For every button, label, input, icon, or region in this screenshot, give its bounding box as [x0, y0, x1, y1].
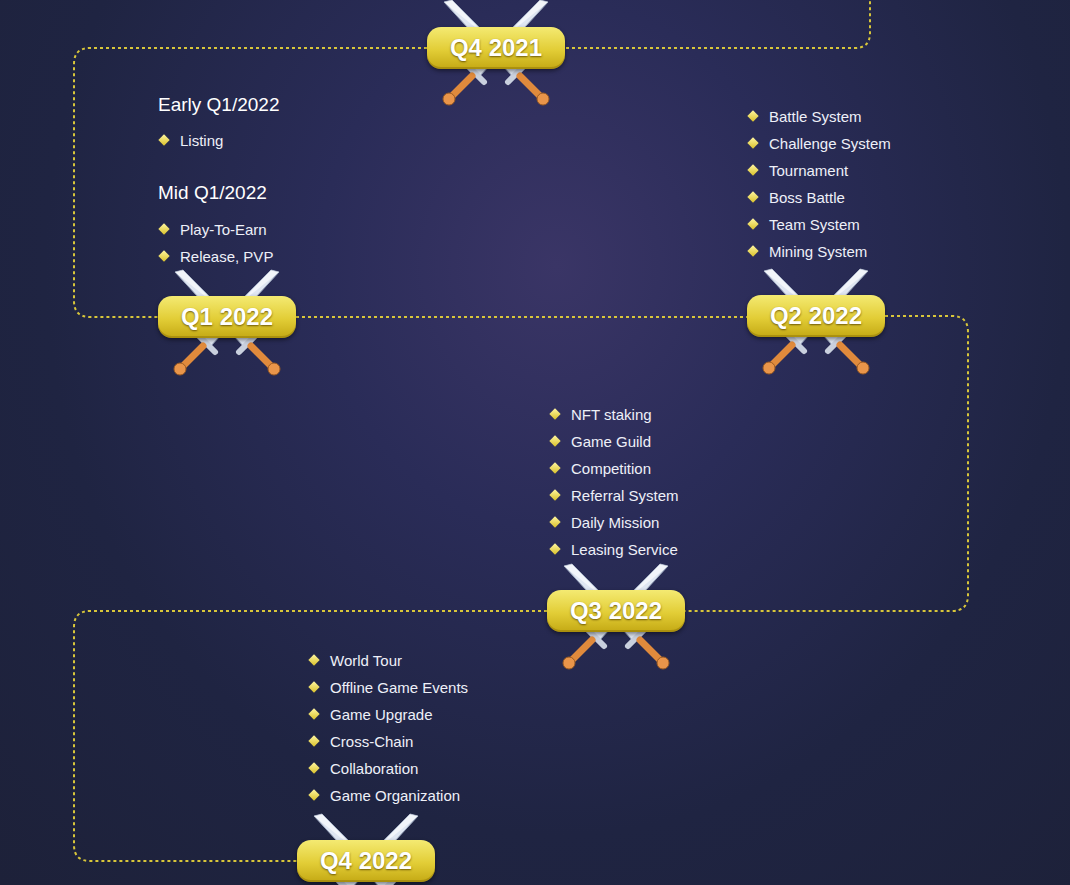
- roadmap-item: Game Guild: [549, 432, 651, 452]
- crossed-swords: [174, 270, 280, 375]
- phase-heading: Mid Q1/2022: [158, 181, 267, 205]
- roadmap-item: Referral System: [549, 486, 679, 506]
- roadmap-item: Daily Mission: [549, 513, 659, 533]
- roadmap-item: Battle System: [747, 107, 862, 127]
- roadmap-item: World Tour: [308, 651, 402, 671]
- roadmap-path: [74, 611, 547, 861]
- roadmap-item: NFT staking: [549, 405, 652, 425]
- roadmap-item: Collaboration: [308, 759, 418, 779]
- roadmap-item: Tournament: [747, 161, 848, 181]
- roadmap-item: Mining System: [747, 242, 867, 262]
- roadmap-item: Game Organization: [308, 786, 460, 806]
- quarter-badge: Q4 2021: [427, 27, 565, 69]
- roadmap-item: Competition: [549, 459, 651, 479]
- quarter-badge: Q4 2022: [297, 840, 435, 882]
- roadmap-item: Challenge System: [747, 134, 891, 154]
- path-lead: [566, 0, 870, 48]
- crossed-swords: [563, 564, 669, 669]
- quarter-badge: Q2 2022: [747, 295, 885, 337]
- roadmap-item: Leasing Service: [549, 540, 678, 560]
- crossed-swords: [763, 269, 869, 374]
- roadmap-item: Offline Game Events: [308, 678, 468, 698]
- roadmap-item: Boss Battle: [747, 188, 845, 208]
- roadmap-item: Play-To-Earn: [158, 220, 267, 240]
- roadmap-item: Release, PVP: [158, 247, 273, 267]
- quarter-label: Q4 2021: [450, 34, 542, 62]
- quarter-badge: Q1 2022: [158, 296, 296, 338]
- quarter-label: Q2 2022: [770, 302, 862, 330]
- roadmap-path: [685, 316, 968, 611]
- roadmap-item: Game Upgrade: [308, 705, 433, 725]
- roadmap-item: Cross-Chain: [308, 732, 413, 752]
- roadmap-path: [296, 316, 747, 318]
- phase-heading: Early Q1/2022: [158, 93, 279, 117]
- quarter-label: Q1 2022: [181, 303, 273, 331]
- crossed-swords: [443, 0, 549, 105]
- roadmap-item: Listing: [158, 131, 223, 151]
- quarter-label: Q3 2022: [570, 597, 662, 625]
- quarter-label: Q4 2022: [320, 847, 412, 875]
- roadmap-path: [74, 48, 427, 317]
- quarter-badge: Q3 2022: [547, 590, 685, 632]
- roadmap-item: Team System: [747, 215, 860, 235]
